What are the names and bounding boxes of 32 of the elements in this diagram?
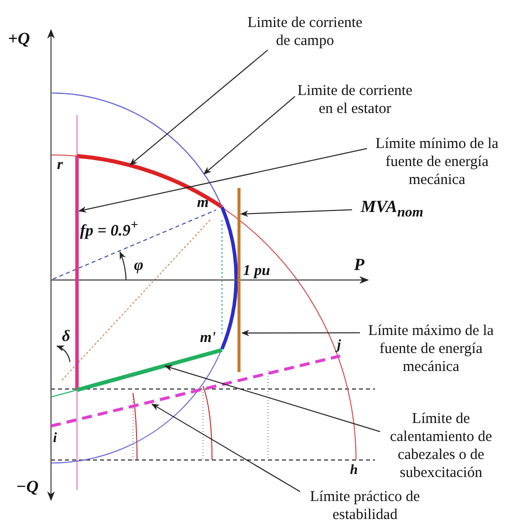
angle-label: δ	[62, 328, 70, 345]
leader-arrow	[240, 209, 352, 217]
leader-arrow	[164, 365, 380, 432]
axis-label: P	[354, 256, 364, 273]
axis-label: −Q	[16, 478, 39, 495]
point-label: r	[57, 157, 63, 174]
leader-arrow	[151, 404, 300, 492]
point-label: i	[53, 430, 57, 447]
power-factor-label: fp = 0.9$^{+}$	[80, 216, 138, 240]
limit-label: Límite de calentamiento de cabezales o de subexcitación	[380, 410, 502, 482]
limit-label: Limite de corriente en el estator	[295, 82, 415, 118]
minimum-power-line	[75, 156, 79, 390]
maximum-power-line	[238, 188, 240, 372]
leader-arrow	[241, 330, 360, 336]
point-label: h	[350, 462, 358, 479]
unit-label: 1 pu	[243, 263, 270, 280]
point-label: m	[197, 195, 209, 212]
limit-label: Límite práctico de estabilidad	[300, 488, 430, 524]
limit-label: Límite mínimo de la fuente de energía mecánica	[367, 135, 507, 189]
leader-arrow	[203, 96, 296, 175]
point-label: m'	[200, 330, 216, 347]
leader-arrow	[78, 148, 368, 213]
field-limit-arc	[76, 154, 224, 209]
limit-label: MVA$_{nom}$	[352, 198, 432, 222]
underexcitation-limit-line	[50, 348, 223, 398]
limit-label: Límite máximo de la fuente de energía mecánica	[360, 322, 502, 376]
point-label: j	[337, 337, 341, 354]
stability-limit-line	[50, 354, 340, 428]
axis-label: +Q	[8, 30, 30, 47]
limit-label: Limite de corriente de campo	[243, 14, 367, 50]
leader-arrow	[129, 50, 268, 166]
angle-label: φ	[134, 257, 144, 274]
